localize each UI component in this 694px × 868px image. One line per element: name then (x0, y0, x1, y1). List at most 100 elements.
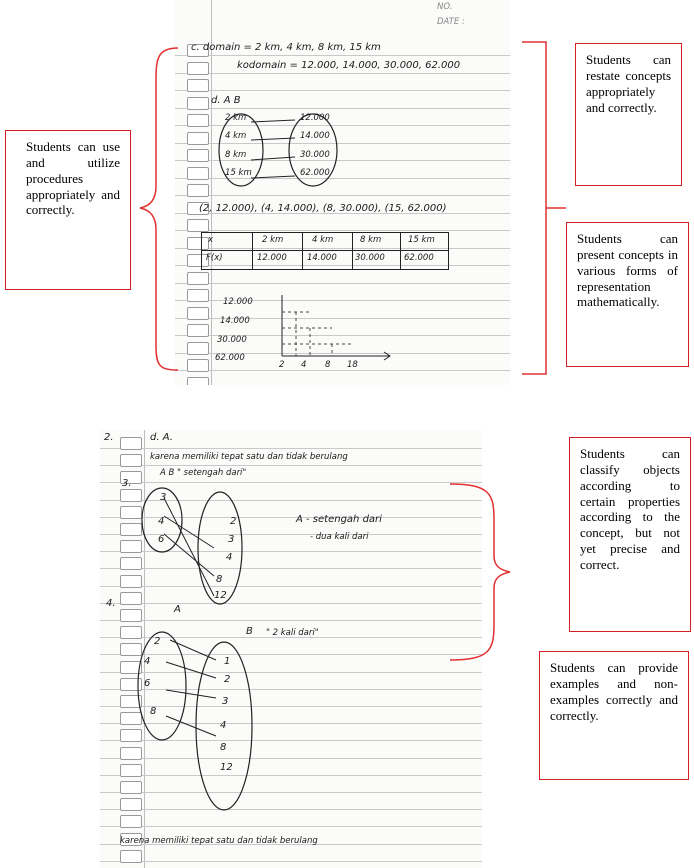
binder-hole (187, 96, 209, 110)
set-b-item: 4 (220, 720, 227, 731)
set-a-item: 2 km (225, 113, 247, 123)
graph-x-label: 4 (301, 360, 307, 370)
right-bracket (522, 41, 547, 375)
binder-hole (120, 591, 142, 605)
binder-hole (120, 849, 142, 863)
binder-hole (187, 131, 209, 145)
set-b-item: 30.000 (300, 150, 330, 160)
binder-hole (187, 44, 209, 57)
set-a-item: 4 (158, 516, 165, 527)
ruled-line (100, 792, 482, 793)
set-a-item: 3 (160, 492, 167, 503)
set-b-item: 3 (222, 696, 229, 707)
notebook-photo-2: 2. d. A. karena memiliki tepat satu dan … (100, 430, 482, 868)
binder-hole (187, 306, 209, 320)
binder-hole (120, 781, 142, 794)
binder-hole (187, 254, 209, 267)
mapping-diagram (218, 113, 338, 187)
graph-y-label: 12.000 (223, 297, 253, 307)
set-a-item: 8 (150, 706, 157, 717)
set-a-item: 2 (154, 636, 161, 647)
binder-hole (120, 471, 142, 485)
binder-hole (120, 488, 142, 502)
set-b-item: 12.000 (300, 113, 330, 123)
graph-x-label: 8 (325, 360, 331, 370)
binder-hole (187, 324, 209, 337)
binder-hole (120, 557, 142, 571)
ruled-line (100, 688, 482, 690)
ruled-line (175, 177, 510, 179)
margin-line (211, 0, 212, 385)
binder-hole (120, 540, 142, 554)
binder-hole (120, 643, 142, 657)
ruled-line (175, 107, 510, 109)
domain-line: c. domain = 2 km, 4 km, 8 km, 15 km (191, 42, 381, 53)
binder-hole (187, 61, 209, 75)
value-table: x 2 km 4 km 8 km 15 km F(x) 12.000 14.00… (201, 232, 449, 270)
ruled-line (100, 843, 482, 845)
set-b-item: 62.000 (300, 168, 330, 178)
codomain-line: kodomain = 12.000, 14.000, 30.000, 62.00… (237, 60, 461, 71)
relation-heading: A B " setengah dari" (160, 468, 247, 478)
ruled-line (100, 568, 482, 570)
table-cell: 2 km (262, 235, 284, 245)
graph-x-label: 18 (347, 360, 358, 370)
binder-hole (120, 609, 142, 622)
ruled-line (175, 160, 510, 161)
ruled-line (175, 352, 510, 354)
graph-y-label: 62.000 (215, 353, 245, 363)
table-cell: F(x) (206, 253, 223, 263)
binder-hole (187, 201, 209, 215)
binder-hole (187, 149, 209, 162)
ruled-line (175, 90, 510, 91)
ruled-line (175, 212, 510, 214)
ruled-line (100, 860, 482, 862)
ruled-line (100, 809, 482, 811)
set-b-item: 4 (226, 552, 233, 563)
no-label: NO. (437, 2, 453, 12)
ruled-line (175, 125, 510, 126)
ruled-line (175, 142, 510, 144)
set-b-item: 2 (224, 674, 231, 685)
ruled-line (100, 448, 482, 449)
binder-hole (120, 746, 142, 760)
ruled-line (175, 317, 510, 319)
ruled-line (175, 265, 510, 266)
binder-hole (187, 376, 209, 385)
binder-hole (187, 289, 209, 302)
callout-restate-concepts: Students can restate concepts appropriat… (575, 43, 682, 186)
ruled-line (175, 195, 510, 196)
table-cell: 12.000 (257, 253, 287, 263)
binder-hole (187, 271, 209, 285)
callout-present-concepts: Students can present concepts in various… (566, 222, 689, 367)
set-b-item: 8 (220, 742, 227, 753)
ruled-line (100, 516, 482, 518)
left-brace (139, 47, 179, 371)
set-a-item: 4 (144, 656, 151, 667)
ruled-line (100, 654, 482, 656)
ruled-line (100, 723, 482, 725)
binder-hole (187, 166, 209, 180)
ruled-line (100, 482, 482, 484)
set-a-item: 4 km (225, 131, 247, 141)
binder-hole (187, 219, 209, 232)
question-number: 4. (106, 598, 116, 609)
binder-hole (187, 341, 209, 355)
table-cell: 15 km (408, 235, 435, 245)
ruled-line (175, 72, 510, 74)
ruled-line (100, 706, 482, 707)
binder-hole (187, 359, 209, 372)
callout-use-procedures: Students can use and utilize procedures … (5, 130, 131, 290)
reason-line: karena memiliki tepat satu dan tidak ber… (120, 836, 318, 846)
ruled-line (175, 370, 510, 371)
set-a-item: 6 (158, 534, 165, 545)
binder-hole (120, 574, 142, 588)
graph-y-label: 30.000 (217, 335, 247, 345)
set-a-item: 15 km (225, 168, 252, 178)
ruled-line (100, 757, 482, 759)
binder-hole (120, 437, 142, 450)
binder-hole (187, 114, 209, 127)
set-label: A (174, 604, 181, 615)
set-a-item: 8 km (225, 150, 247, 160)
set-b-item: 2 (230, 516, 237, 527)
